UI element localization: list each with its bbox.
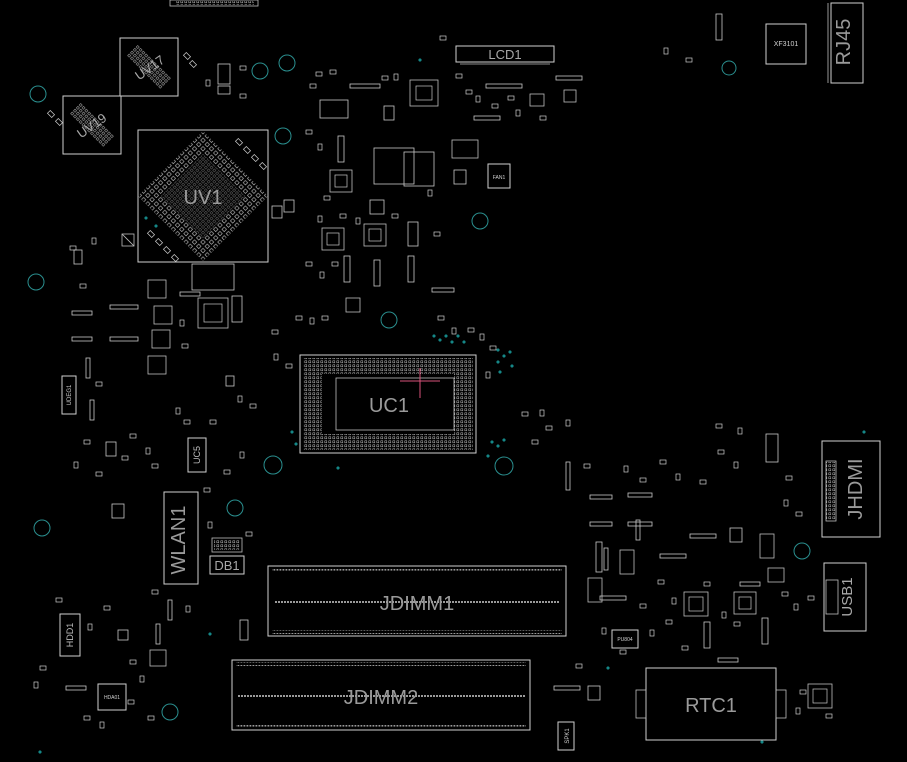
top-header-connector: [169, 0, 259, 7]
jdimm2-label: JDIMM2: [344, 687, 418, 709]
tiny-components: [33, 35, 833, 729]
component-udeg1: UDEG1: [61, 375, 77, 415]
connector-rj45: RJ45: [827, 2, 864, 84]
usb1-label: USB1: [839, 577, 856, 616]
chip-uc1: UC1: [299, 354, 477, 454]
connector-jhdmi: JHDMI: [821, 440, 881, 538]
connector-wlan1: WLAN1: [163, 491, 199, 585]
passive-components: [73, 13, 779, 701]
connector-usb1: USB1: [823, 562, 867, 632]
smd-rows: [65, 75, 761, 691]
chip-uv17: UV17: [119, 37, 179, 97]
component-xf3101: XF3101: [765, 23, 807, 65]
fan1-label: FAN1: [493, 175, 506, 181]
connector-db1: DB1: [209, 537, 245, 575]
jdimm1-label: JDIMM1: [380, 593, 454, 615]
via-clusters: [38, 58, 866, 754]
rj45-label: RJ45: [833, 19, 855, 66]
xf3101-label: XF3101: [774, 41, 799, 48]
connector-jdimm2: JDIMM2: [231, 659, 531, 731]
mounting-holes: [27, 54, 811, 721]
connector-spk1: SPK1: [557, 721, 575, 751]
connector-hdd1: HDD1: [59, 613, 81, 657]
hda01-label: HDA01: [104, 695, 120, 701]
chip-pu804: PU804: [611, 629, 639, 649]
uc5-label: UC5: [192, 446, 202, 464]
wlan1-label: WLAN1: [168, 506, 190, 575]
connector-lcd1: LCD1: [455, 45, 555, 65]
udeg1-label: UDEG1: [67, 384, 73, 405]
chip-hda01: HDA01: [97, 683, 127, 711]
spk1-label: SPK1: [565, 728, 571, 744]
chip-uv19: UV19: [62, 95, 122, 155]
qfn-chips: [147, 79, 833, 709]
component-rtc1: RTC1: [635, 667, 787, 741]
connector-jdimm1: JDIMM1: [267, 565, 567, 637]
lcd1-label: LCD1: [488, 47, 521, 62]
rtc1-label: RTC1: [685, 695, 737, 717]
pu804-label: PU804: [617, 637, 633, 643]
chip-uc5: UC5: [187, 437, 207, 473]
uv1-label: UV1: [184, 187, 223, 209]
chip-uv1: UV1: [121, 129, 269, 263]
uc1-label: UC1: [369, 395, 409, 417]
hdd1-label: HDD1: [65, 623, 75, 648]
db1-label: DB1: [214, 558, 239, 573]
connector-fan1: FAN1: [487, 163, 511, 189]
jhdmi-label: JHDMI: [845, 458, 867, 519]
diagonal-chains: [46, 51, 268, 263]
